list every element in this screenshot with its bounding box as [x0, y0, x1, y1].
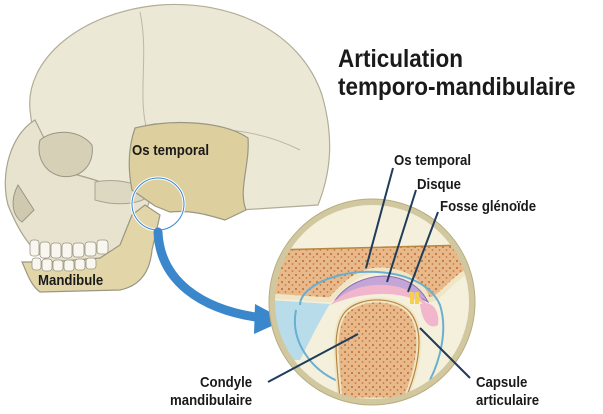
mandibular-condyle	[336, 300, 419, 400]
label-condyle-line2: mandibulaire	[170, 392, 252, 409]
label-fosse-glenoide: Fosse glénoïde	[440, 198, 536, 215]
label-mandibule: Mandibule	[38, 272, 103, 289]
label-condyle-line1: Condyle	[200, 374, 252, 391]
zoom-arrow	[158, 232, 262, 318]
diagram-title-line1: Articulation	[338, 46, 463, 73]
label-disque: Disque	[417, 176, 461, 193]
zoom-detail	[269, 199, 480, 410]
diagram-title-line2: temporo-mandibulaire	[338, 74, 576, 101]
label-os-temporal-skull: Os temporal	[132, 142, 209, 159]
label-os-temporal-detail: Os temporal	[394, 152, 471, 169]
label-capsule-line2: articulaire	[476, 392, 539, 409]
label-capsule-line1: Capsule	[476, 374, 527, 391]
